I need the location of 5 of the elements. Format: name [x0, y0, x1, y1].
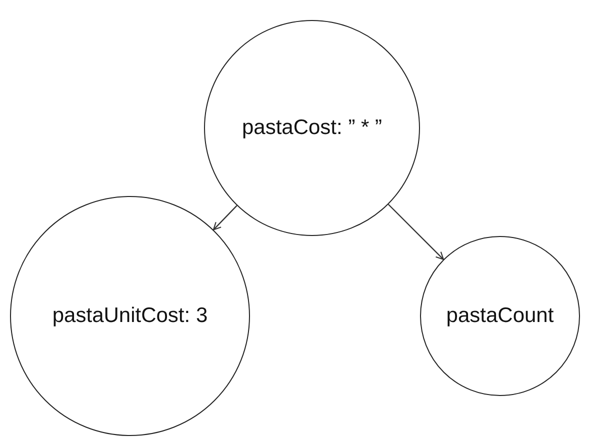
node-label: pastaCount [446, 303, 554, 330]
node-label: pastaUnitCost: 3 [52, 303, 208, 330]
arrow [388, 204, 444, 260]
node-label: pastaCost: ” * ” [242, 115, 382, 142]
arrow [212, 205, 238, 230]
